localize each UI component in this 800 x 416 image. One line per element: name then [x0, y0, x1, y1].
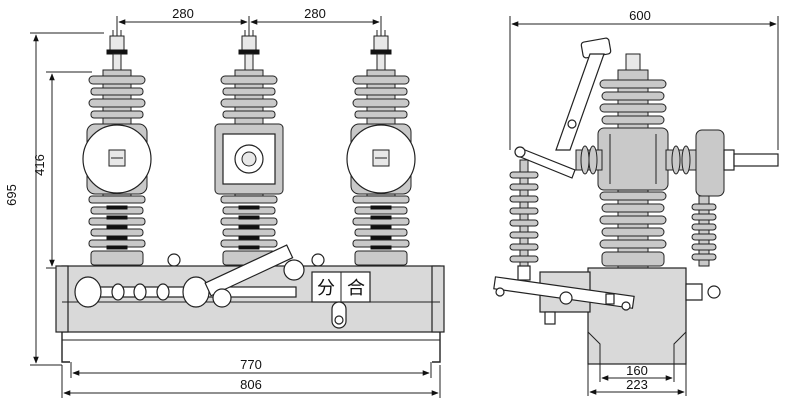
front-view: 280 280 695 416	[4, 6, 445, 398]
upper-arm	[514, 37, 612, 179]
side-pole	[575, 53, 697, 271]
height-dimension: 695 416	[4, 32, 104, 366]
pole-middle	[214, 30, 284, 266]
pole-left	[82, 30, 152, 266]
foot-left	[61, 332, 70, 363]
side-base-dimension: 160 223	[587, 363, 687, 396]
side-base	[493, 267, 721, 365]
arrester	[509, 159, 539, 281]
height-upper-label: 416	[32, 154, 47, 176]
height-total-label: 695	[4, 184, 19, 206]
side-view: 600	[493, 8, 779, 396]
base-housing: 分 合	[55, 244, 445, 333]
lifting-eye	[167, 253, 181, 267]
base-dimension: 770 806	[61, 357, 441, 398]
side-width-dimension: 600	[509, 8, 779, 150]
lifting-eye	[311, 253, 325, 267]
side-inner-label: 160	[626, 363, 648, 378]
side-outer-label: 223	[626, 377, 648, 392]
side-width-label: 600	[629, 8, 651, 23]
current-transformer	[691, 129, 779, 267]
base-inner-label: 770	[240, 357, 262, 372]
pitch-right-label: 280	[304, 6, 326, 21]
pole-right	[346, 30, 416, 266]
pitch-dimension: 280 280	[116, 6, 382, 40]
pitch-left-label: 280	[172, 6, 194, 21]
foot-right	[432, 332, 441, 363]
open-label: 分	[317, 278, 335, 299]
base-outer-label: 806	[240, 377, 262, 392]
close-label: 合	[347, 278, 365, 299]
